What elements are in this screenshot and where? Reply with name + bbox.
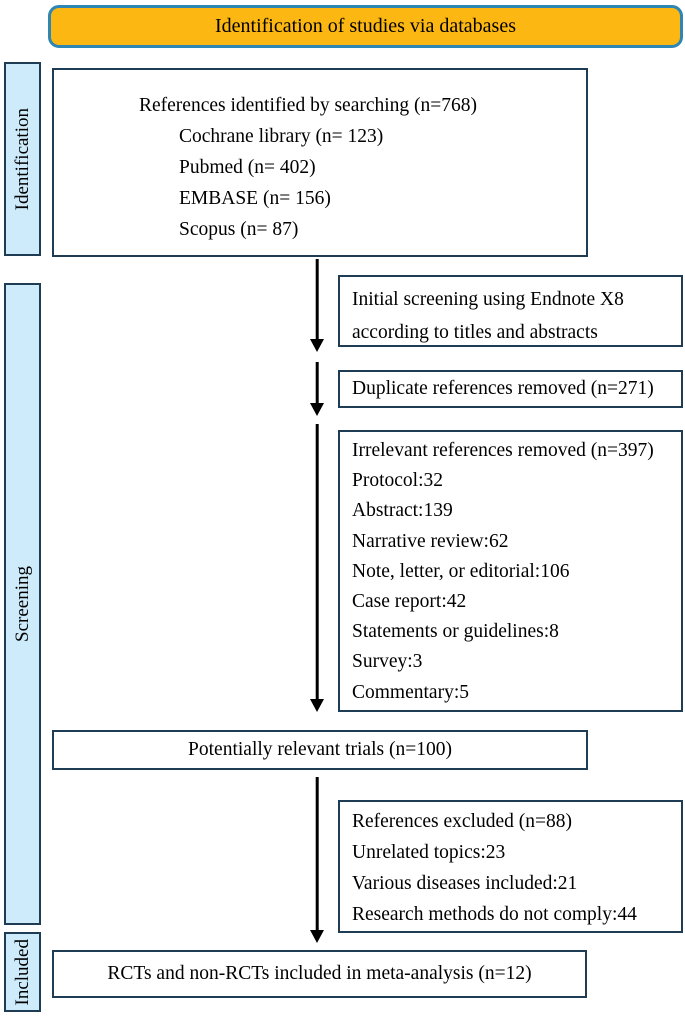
irrelevant-item-abstract: Abstract:139	[352, 500, 453, 522]
stage-identification-text: Identification	[11, 107, 33, 211]
arrow-shaft	[315, 777, 319, 931]
excluded-item-unrelated-topics: Unrelated topics:23	[352, 842, 506, 863]
arrow-to-duplicates-removed	[310, 362, 324, 416]
source-cochrane: Cochrane library (n= 123)	[179, 126, 384, 147]
diagram-header: Identification of studies via databases	[48, 5, 683, 48]
irrelevant-item-survey: Survey:3	[352, 651, 423, 673]
potentially-relevant-title: Potentially relevant trials (n=100)	[188, 739, 452, 760]
arrow-head-icon	[310, 403, 324, 416]
irrelevant-item-note-letter-editorial: Note, letter, or editorial:106	[352, 560, 570, 582]
arrow-head-icon	[310, 930, 324, 943]
arrow-to-included	[310, 777, 324, 943]
excluded-item-various-diseases: Various diseases included:21	[352, 873, 578, 894]
box-irrelevant-removed: Irrelevant references removed (n=397) Pr…	[338, 430, 683, 712]
references-identified-title: References identified by searching (n=76…	[139, 95, 478, 116]
irrelevant-removed-title: Irrelevant references removed (n=397)	[352, 440, 654, 461]
source-scopus: Scopus (n= 87)	[179, 219, 299, 240]
box-initial-screening: Initial screening using Endnote X8 accor…	[338, 275, 683, 347]
duplicates-removed-title: Duplicate references removed (n=271)	[352, 378, 654, 399]
irrelevant-item-case-report: Case report:42	[352, 591, 467, 613]
box-potentially-relevant: Potentially relevant trials (n=100)	[52, 730, 588, 770]
references-excluded-title: References excluded (n=88)	[352, 811, 572, 832]
arrow-shaft	[315, 424, 319, 700]
source-embase: EMBASE (n= 156)	[179, 188, 331, 209]
stage-label-identification: Identification	[4, 62, 41, 256]
box-references-identified: References identified by searching (n=76…	[52, 68, 588, 257]
box-references-excluded: References excluded (n=88) Unrelated top…	[338, 800, 683, 933]
irrelevant-item-protocol: Protocol:32	[352, 470, 443, 492]
arrow-shaft	[315, 259, 319, 340]
arrow-to-potentially-relevant	[310, 424, 324, 712]
stage-label-included: Included	[4, 932, 41, 1012]
arrow-identified-to-initial-screening	[310, 259, 324, 352]
arrow-shaft	[315, 362, 319, 404]
stage-included-text: Included	[11, 938, 33, 1006]
arrow-head-icon	[310, 699, 324, 712]
included-final-title: RCTs and non-RCTs included in meta-analy…	[107, 963, 532, 984]
source-pubmed: Pubmed (n= 402)	[179, 157, 316, 178]
irrelevant-item-commentary: Commentary:5	[352, 681, 469, 703]
irrelevant-item-statements-guidelines: Statements or guidelines:8	[352, 621, 559, 643]
arrow-head-icon	[310, 339, 324, 352]
stage-screening-text: Screening	[11, 566, 33, 642]
initial-screening-line-1: Initial screening using Endnote X8	[352, 289, 624, 310]
irrelevant-item-narrative-review: Narrative review:62	[352, 530, 509, 552]
box-duplicates-removed: Duplicate references removed (n=271)	[338, 370, 683, 408]
box-included-final: RCTs and non-RCTs included in meta-analy…	[52, 950, 587, 998]
initial-screening-line-2: according to titles and abstracts	[352, 322, 598, 343]
excluded-item-research-methods: Research methods do not comply:44	[352, 904, 637, 925]
stage-label-screening: Screening	[4, 283, 41, 925]
diagram-header-title: Identification of studies via databases	[214, 15, 516, 37]
